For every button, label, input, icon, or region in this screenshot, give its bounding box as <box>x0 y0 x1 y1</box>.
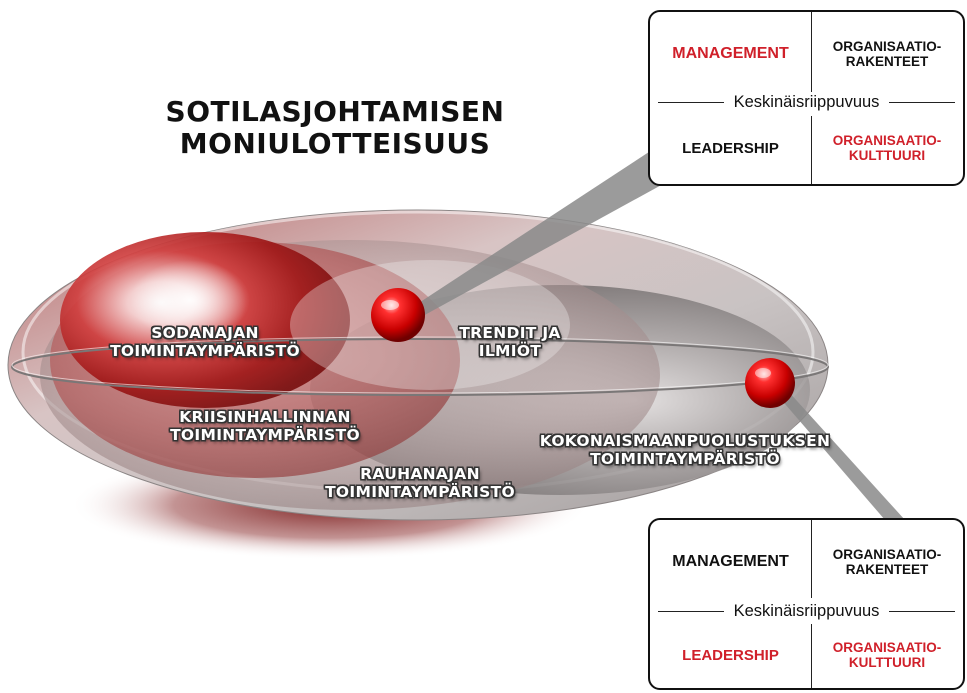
red-sphere-edge <box>745 358 795 408</box>
label-national-defence-line-1: KOKONAISMAANPUOLUSTUKSEN <box>539 432 831 450</box>
panel-bottom-interdependence: Keskinäisriippuvuus <box>650 600 963 622</box>
label-crisis-line-2: TOIMINTAYMPÄRISTÖ <box>170 426 360 444</box>
label-crisis-environment: KRIISINHALLINNAN TOIMINTAYMPÄRISTÖ <box>140 408 390 444</box>
panel-bottom-leadership: LEADERSHIP <box>682 646 779 664</box>
label-trends-line-1: TRENDIT JA <box>459 324 561 342</box>
panel-top-leadership: LEADERSHIP <box>682 139 779 157</box>
panel-top-org-structures: ORGANISAATIO- RAKENTEET <box>832 39 942 69</box>
label-peace-environment: RAUHANAJAN TOIMINTAYMPÄRISTÖ <box>295 465 545 501</box>
label-national-defence-environment: KOKONAISMAANPUOLUSTUKSEN TOIMINTAYMPÄRIS… <box>510 432 860 468</box>
panel-top-management: MANAGEMENT <box>672 45 789 62</box>
zone-trends <box>290 260 570 390</box>
panel-top: MANAGEMENT ORGANISAATIO- RAKENTEET Keski… <box>648 10 965 186</box>
red-sphere-center-shine <box>381 300 399 310</box>
label-wartime-environment: SODANAJAN TOIMINTAYMPÄRISTÖ <box>80 324 330 360</box>
panel-top-interdependence: Keskinäisriippuvuus <box>650 91 963 113</box>
red-sphere-center <box>371 288 425 342</box>
connector-bottom <box>773 380 905 520</box>
label-trends: TRENDIT JA ILMIÖT <box>440 324 580 360</box>
red-sphere-edge-shine <box>755 368 771 378</box>
title-line-1: SOTILASJOHTAMISEN <box>165 95 505 128</box>
panel-bottom: MANAGEMENT ORGANISAATIO- RAKENTEET Keski… <box>648 518 965 690</box>
label-wartime-line-1: SODANAJAN <box>151 324 259 342</box>
title-line-2: MONIULOTTEISUUS <box>179 127 491 160</box>
label-national-defence-line-2: TOIMINTAYMPÄRISTÖ <box>590 450 780 468</box>
panel-top-org-culture: ORGANISAATIO- KULTTUURI <box>832 133 942 163</box>
panel-bottom-org-structures: ORGANISAATIO- RAKENTEET <box>832 547 942 577</box>
connector-top <box>405 148 665 322</box>
panel-bottom-management: MANAGEMENT <box>672 553 789 570</box>
disc-ring-shine <box>11 336 829 394</box>
panel-bottom-org-culture: ORGANISAATIO- KULTTUURI <box>832 640 942 670</box>
label-trends-line-2: ILMIÖT <box>478 342 542 360</box>
zone-wartime-glow <box>130 260 250 340</box>
label-peace-line-2: TOIMINTAYMPÄRISTÖ <box>325 483 515 501</box>
label-wartime-line-2: TOIMINTAYMPÄRISTÖ <box>110 342 300 360</box>
diagram-title: SOTILASJOHTAMISEN MONIULOTTEISUUS <box>150 96 520 160</box>
disc-ring <box>11 338 829 396</box>
label-peace-line-1: RAUHANAJAN <box>360 465 480 483</box>
label-crisis-line-1: KRIISINHALLINNAN <box>179 408 351 426</box>
